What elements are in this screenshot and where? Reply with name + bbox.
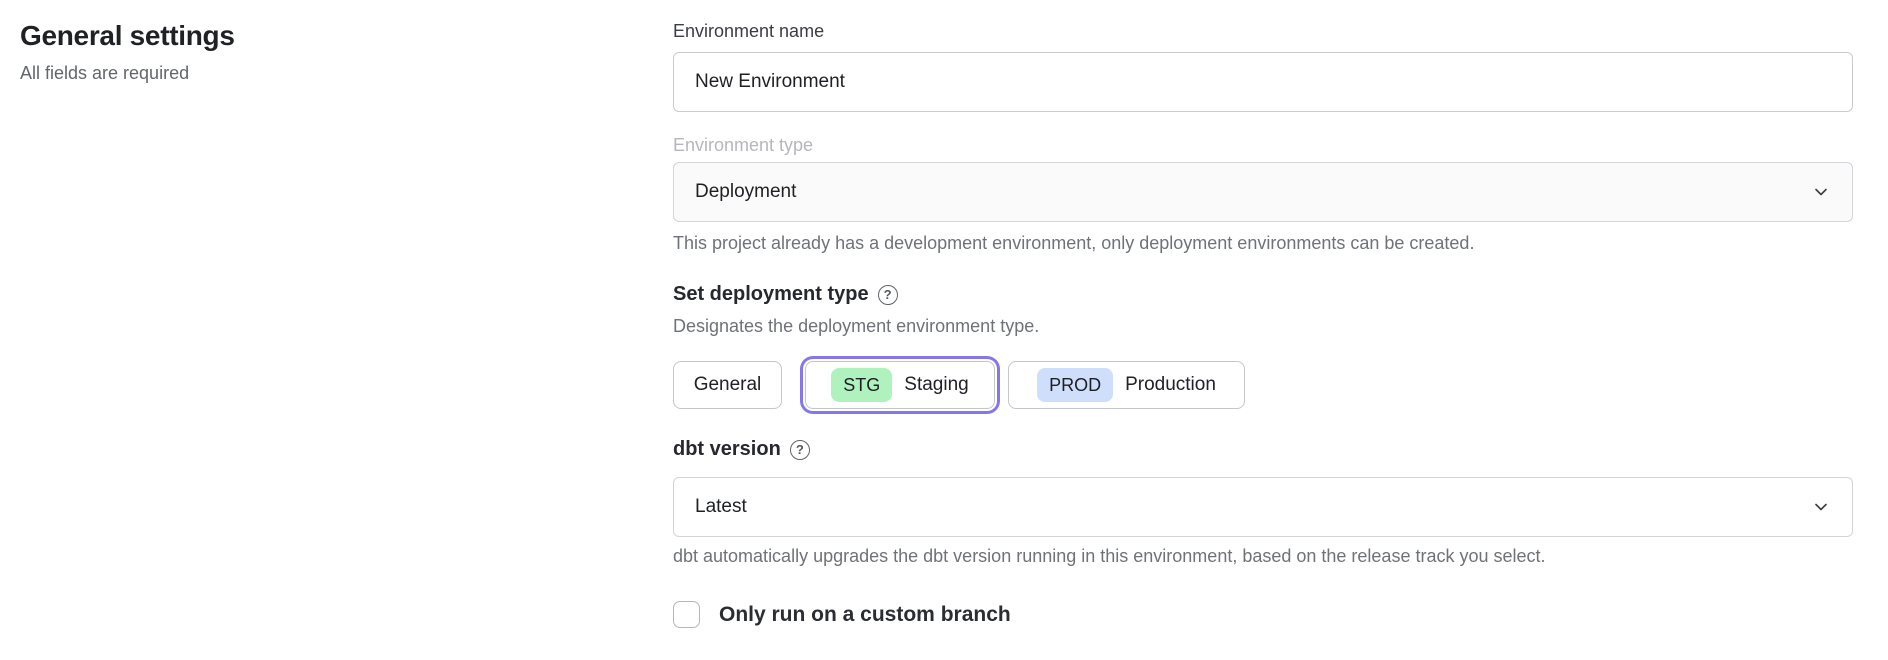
deployment-type-production-button[interactable]: PROD Production [1008,361,1245,409]
dbt-version-helper: dbt automatically upgrades the dbt versi… [673,546,1546,566]
chevron-down-icon [1815,188,1827,196]
deployment-type-production-label: Production [1125,374,1216,395]
dbt-version-value: Latest [695,496,747,517]
page-subtitle: All fields are required [20,63,190,83]
environment-type-select[interactable]: Deployment [673,162,1853,222]
chevron-down-icon [1815,503,1827,511]
dbt-version-select[interactable]: Latest [673,477,1853,537]
deployment-type-helper: Designates the deployment environment ty… [673,316,1040,336]
environment-name-label: Environment name [673,21,825,41]
deployment-type-staging-button[interactable]: STG Staging [805,361,995,409]
deployment-type-heading: Set deployment type ? [673,283,898,306]
deployment-type-title: Set deployment type [673,283,869,305]
staging-badge: STG [831,368,893,402]
help-icon[interactable]: ? [877,284,898,305]
deployment-type-general-button[interactable]: General [673,361,782,409]
custom-branch-row: Only run on a custom branch [673,601,1011,628]
production-badge: PROD [1037,368,1114,402]
environment-type-value: Deployment [695,181,797,202]
environment-name-input[interactable] [673,52,1853,112]
environment-type-label: Environment type [673,135,814,155]
environment-type-helper: This project already has a development e… [673,233,1475,253]
deployment-type-staging-label: Staging [904,374,969,395]
custom-branch-label: Only run on a custom branch [719,602,1011,626]
help-icon[interactable]: ? [789,439,810,460]
page-title: General settings [20,20,235,51]
environment-form: Environment name Environment type Deploy… [673,0,1853,660]
dbt-version-title: dbt version [673,438,781,460]
custom-branch-checkbox[interactable] [673,601,700,628]
dbt-version-heading: dbt version ? [673,438,810,461]
deployment-type-general-label: General [693,374,762,395]
